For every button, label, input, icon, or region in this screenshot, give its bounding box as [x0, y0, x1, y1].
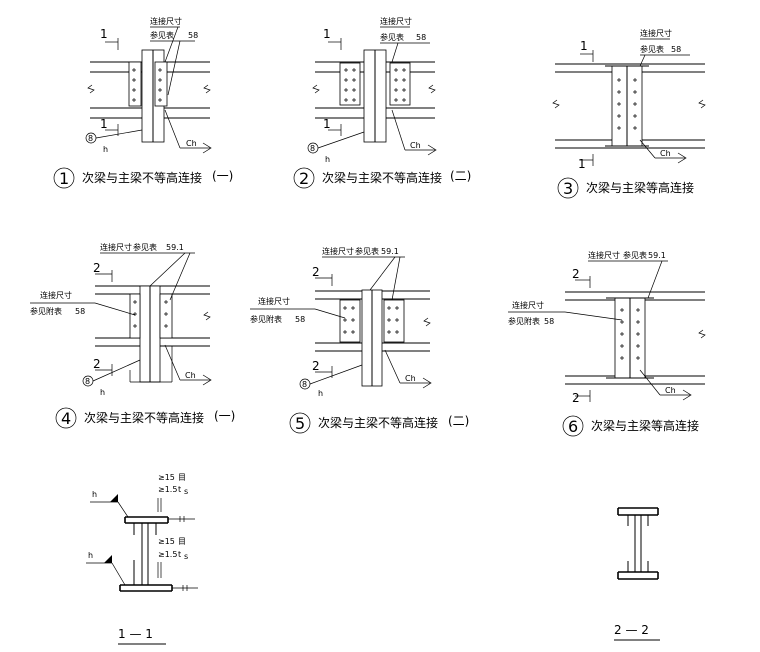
detail-caption: 次梁与主梁不等高连接: [82, 170, 202, 185]
side-note-table: 58: [295, 315, 305, 324]
side-note-size: 连接尺寸: [40, 290, 72, 300]
note2-c: t: [178, 550, 181, 559]
note-size: 连接尺寸: [100, 242, 132, 252]
section-mark-bottom: 2: [93, 357, 101, 371]
note1-b: ≥1.5: [158, 485, 177, 494]
detail-suffix: (一): [212, 169, 233, 183]
section-mark-bottom: 1: [578, 157, 586, 171]
section-mark-top: 2: [312, 265, 320, 279]
note-size: 连接尺寸: [150, 16, 182, 26]
detail-2: 1 1 连接尺寸 参见表 58 8 h Ch 2 次梁与主梁不等高连接 (二): [293, 16, 471, 189]
detail-6: 2 2 连接尺寸 参见表 59.1 连接尺寸 参见附表 58 Ch 6 次梁与主…: [508, 250, 706, 437]
note1-c: t: [178, 485, 181, 494]
detail-number: 3: [563, 179, 573, 198]
side-note-table: 58: [544, 317, 554, 326]
note-ref: 参见表: [355, 246, 379, 256]
note-ref: 参见表: [640, 44, 664, 54]
note2-b: ≥1.5: [158, 550, 177, 559]
note-size: 连接尺寸: [380, 16, 412, 26]
note1-d: s: [184, 487, 188, 496]
detail-number: 1: [59, 169, 69, 188]
section-mark-top: 1: [580, 39, 588, 53]
note-ref: 参见表: [150, 30, 174, 40]
detail-number: 6: [568, 417, 578, 436]
detail-caption: 次梁与主梁不等高连接: [84, 410, 204, 425]
side-note-size: 连接尺寸: [258, 296, 290, 306]
detail-suffix: (一): [214, 409, 235, 423]
chamfer: Ch: [660, 149, 671, 158]
detail-caption: 次梁与主梁不等高连接: [318, 415, 438, 430]
note-size: 连接尺寸: [588, 250, 620, 260]
note1-a: ≥15: [158, 473, 175, 482]
note2-a: ≥15: [158, 537, 175, 546]
note-table: 59.1: [381, 247, 399, 256]
section-mark-top: 2: [572, 267, 580, 281]
detail-caption: 次梁与主梁等高连接: [591, 418, 699, 433]
side-note-ref: 参见附表: [250, 314, 282, 324]
note-size: 连接尺寸: [322, 246, 354, 256]
side-note-size: 连接尺寸: [512, 300, 544, 310]
chamfer: Ch: [185, 371, 196, 380]
weld-h-2: h: [88, 551, 93, 560]
chamfer: Ch: [186, 139, 197, 148]
weld-h: h: [325, 155, 330, 164]
section-mark-bottom: 2: [312, 359, 320, 373]
section-mark-top: 2: [93, 261, 101, 275]
detail-4: 2 2 连接尺寸 参见表 59.1 连接尺寸 参见附表 58 8 h Ch 4 …: [30, 242, 235, 429]
note-ref: 参见表: [623, 250, 647, 260]
section-mark-bottom: 1: [100, 117, 108, 131]
note-table: 59.1: [166, 243, 184, 252]
note-table: 58: [188, 31, 198, 40]
section-1-title: 1 — 1: [118, 627, 153, 641]
section-2-title: 2 — 2: [614, 623, 649, 637]
note-table: 59.1: [648, 251, 666, 260]
note-ref: 参见表: [380, 32, 404, 42]
detail-number: 5: [295, 414, 305, 433]
detail-caption: 次梁与主梁等高连接: [586, 180, 694, 195]
weld-h: h: [100, 388, 105, 397]
side-note-ref: 参见附表: [30, 306, 62, 316]
note-size: 连接尺寸: [640, 28, 672, 38]
weld-size: 8: [88, 134, 93, 143]
note1-mark: 目: [178, 473, 186, 482]
chamfer: Ch: [665, 386, 676, 395]
weld-size: 8: [302, 380, 307, 389]
note2-mark: 目: [178, 537, 186, 546]
detail-3: 1 1 连接尺寸 参见表 58 Ch 3 次梁与主梁等高连接: [552, 28, 706, 199]
note-table: 58: [416, 33, 426, 42]
weld-size: 8: [310, 144, 315, 153]
note-ref: 参见表: [133, 242, 157, 252]
detail-caption: 次梁与主梁不等高连接: [322, 170, 442, 185]
note2-d: s: [184, 552, 188, 561]
side-note-table: 58: [75, 307, 85, 316]
section-mark-top: 1: [323, 27, 331, 41]
chamfer: Ch: [410, 141, 421, 150]
detail-number: 2: [299, 169, 309, 188]
note-table: 58: [671, 45, 681, 54]
detail-suffix: (二): [448, 414, 469, 428]
section-2-2: 2 — 2: [614, 507, 660, 641]
detail-5: 2 2 连接尺寸 参见表 59.1 连接尺寸 参见附表 58 8 h Ch 5 …: [250, 246, 469, 434]
detail-number: 4: [61, 409, 71, 428]
side-note-ref: 参见附表: [508, 316, 540, 326]
chamfer: Ch: [405, 374, 416, 383]
section-mark-bottom: 2: [572, 391, 580, 405]
weld-h: h: [103, 145, 108, 154]
detail-suffix: (二): [450, 169, 471, 183]
section-mark-top: 1: [100, 27, 108, 41]
detail-1: 1 1 连接尺寸 参见表 58 8 h Ch 1 次梁与主梁不等高连接 (一): [53, 16, 233, 189]
weld-h: h: [318, 389, 323, 398]
section-1-1: h h ≥15 目 ≥1.5 t s ≥15 目 ≥1.5 t s 1 — 1: [86, 473, 198, 645]
section-mark-bottom: 1: [323, 117, 331, 131]
weld-h-1: h: [92, 490, 97, 499]
weld-size: 8: [85, 377, 90, 386]
